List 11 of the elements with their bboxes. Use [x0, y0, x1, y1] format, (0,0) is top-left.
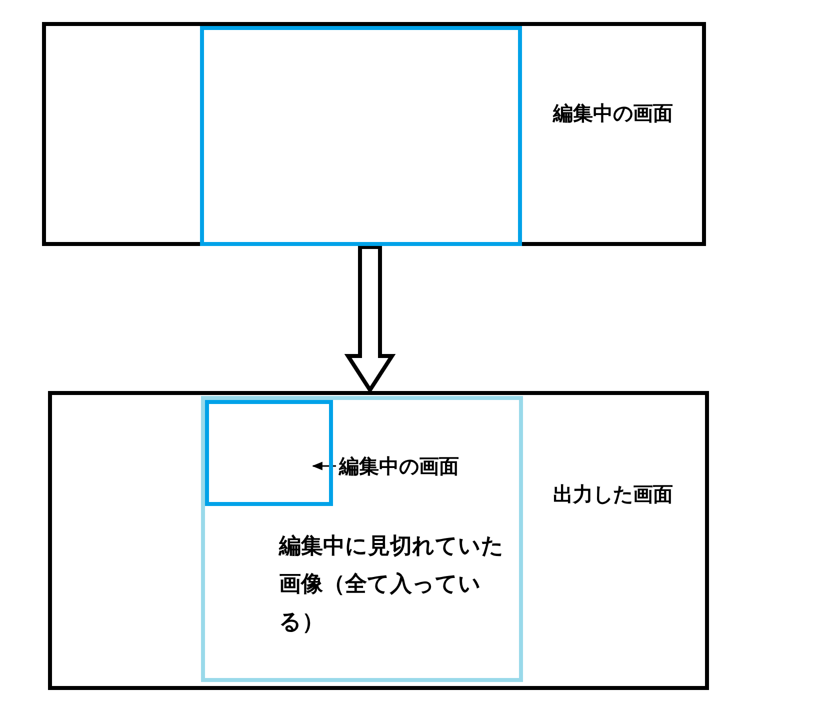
description-text: 編集中に見切れていた画像（全て入っている） — [279, 533, 505, 637]
callout-label: 編集中の画面 — [339, 449, 489, 483]
viewport-frame — [200, 26, 522, 246]
block-arrow — [344, 245, 396, 394]
viewport-frame — [205, 400, 333, 506]
screen-frame — [42, 22, 706, 246]
screen-label: 出力した画面 — [553, 481, 674, 508]
screen-label: 編集中の画面 — [553, 100, 674, 127]
arrow — [312, 462, 336, 470]
screen-frame — [48, 391, 709, 690]
image-frame — [201, 396, 523, 682]
